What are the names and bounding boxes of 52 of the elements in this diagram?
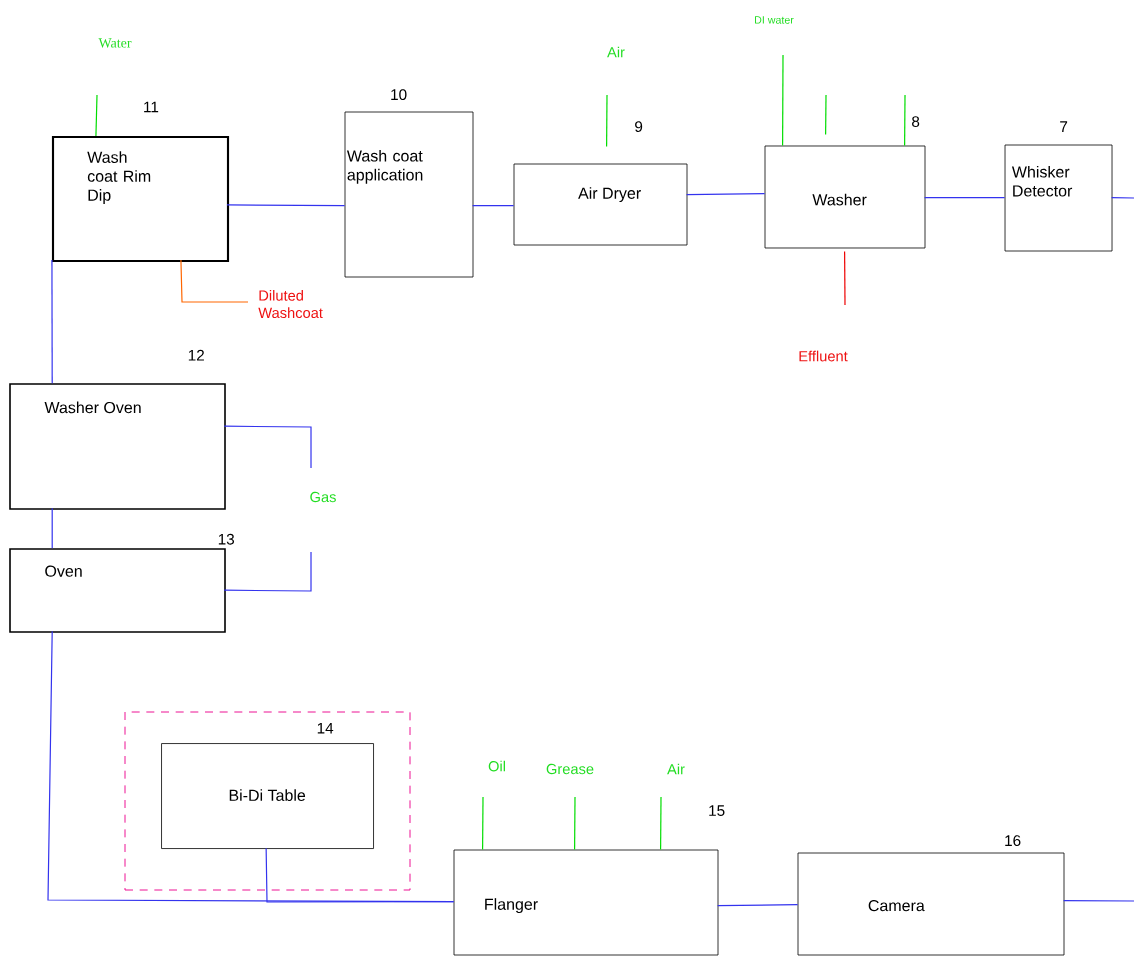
flow-line bbox=[924, 197, 1006, 199]
stream-label: Grease bbox=[546, 763, 594, 775]
flow-line bbox=[51, 259, 53, 384]
flow-line bbox=[472, 205, 515, 207]
flow-line bbox=[226, 204, 346, 207]
flow-line bbox=[844, 251, 846, 306]
flow-line bbox=[686, 193, 766, 196]
flow-line bbox=[482, 796, 484, 851]
flow-line bbox=[1063, 900, 1134, 902]
station-number: 13 bbox=[218, 533, 235, 545]
station-number: 10 bbox=[391, 89, 407, 101]
process-box: Washer bbox=[764, 145, 926, 249]
station-number: 16 bbox=[1005, 835, 1021, 847]
flow-line bbox=[606, 94, 608, 148]
process-box: Oven bbox=[9, 548, 226, 633]
dashed-group-box bbox=[124, 711, 411, 891]
flow-line bbox=[782, 54, 784, 147]
process-box: Flanger bbox=[453, 849, 719, 956]
station-number: 14 bbox=[317, 722, 334, 734]
station-number: 15 bbox=[709, 805, 725, 816]
stream-label: DI water bbox=[755, 16, 794, 24]
station-number: 11 bbox=[144, 101, 159, 113]
process-box: Air Dryer bbox=[513, 163, 688, 246]
flow-line bbox=[223, 551, 312, 592]
flow-line bbox=[825, 94, 827, 136]
flow-line bbox=[717, 904, 799, 907]
station-number: 7 bbox=[1060, 121, 1068, 132]
flow-line bbox=[180, 259, 249, 303]
station-number: 8 bbox=[912, 116, 920, 127]
stream-label: Air bbox=[667, 763, 685, 775]
flow-line bbox=[223, 425, 312, 469]
stream-label: Oil bbox=[488, 760, 505, 772]
flow-line bbox=[51, 507, 53, 549]
process-box: Camera bbox=[797, 852, 1065, 956]
flow-line bbox=[1111, 197, 1134, 199]
stream-label: Diluted Washcoat bbox=[258, 289, 323, 319]
stream-label: Air bbox=[607, 46, 625, 58]
station-number: 9 bbox=[635, 121, 643, 132]
process-box: Washer Oven bbox=[9, 383, 226, 510]
process-box: Whisker Detector bbox=[1004, 144, 1113, 252]
flow-line bbox=[660, 796, 662, 851]
stream-label: Effluent bbox=[799, 350, 848, 362]
process-box: Bi-Di Table bbox=[161, 743, 374, 849]
station-number: 12 bbox=[188, 349, 204, 361]
flow-line bbox=[265, 847, 455, 903]
process-box: Wash coat Rim Dip bbox=[51, 135, 230, 263]
process-box: Wash coat application bbox=[344, 111, 474, 278]
flow-line bbox=[904, 94, 906, 147]
stream-label: Gas bbox=[310, 491, 336, 503]
flow-line bbox=[574, 796, 576, 851]
flow-line bbox=[95, 94, 98, 137]
stream-label: Water bbox=[98, 38, 132, 48]
